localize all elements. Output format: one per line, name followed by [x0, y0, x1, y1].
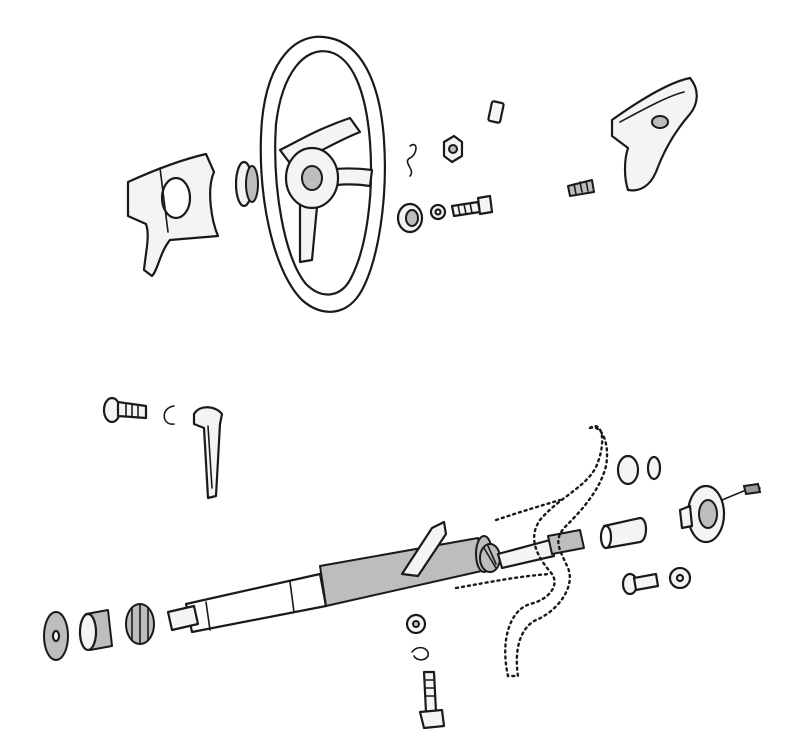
spring-clip: [406, 143, 417, 177]
column-mount-screw: [621, 572, 660, 596]
long-bolt: [418, 670, 446, 730]
tilt-lever: [400, 520, 448, 578]
retaining-ring: [163, 405, 175, 425]
bearing: [479, 543, 501, 573]
mounting-bolt: [450, 194, 494, 218]
lower-seal: [78, 609, 113, 652]
bracket-bolt: [102, 396, 148, 424]
intermediate-shaft-lower: [166, 604, 200, 632]
turn-signal-switch: [678, 482, 762, 544]
small-clip: [487, 100, 505, 124]
small-clip-lower: [411, 646, 429, 661]
intermediate-shaft-upper: [496, 529, 585, 570]
support-bracket: [192, 406, 224, 500]
wheel-rear-shroud: [126, 152, 220, 278]
upper-bushing: [405, 613, 427, 635]
lock-washer: [429, 203, 447, 221]
horn-pad-cover: [610, 76, 698, 192]
contact-spring: [567, 179, 595, 197]
dash-outline: [454, 425, 609, 678]
spacer-ring: [616, 454, 662, 486]
bushing: [396, 202, 424, 234]
lower-washer: [43, 611, 69, 661]
steering-wheel: [259, 35, 386, 313]
flat-washer: [668, 566, 692, 590]
column-jacket: [184, 535, 493, 634]
sleeve: [599, 516, 648, 550]
hex-nut: [442, 134, 464, 164]
wheel-hub-spacer: [234, 160, 259, 208]
lower-bearing: [125, 603, 155, 645]
